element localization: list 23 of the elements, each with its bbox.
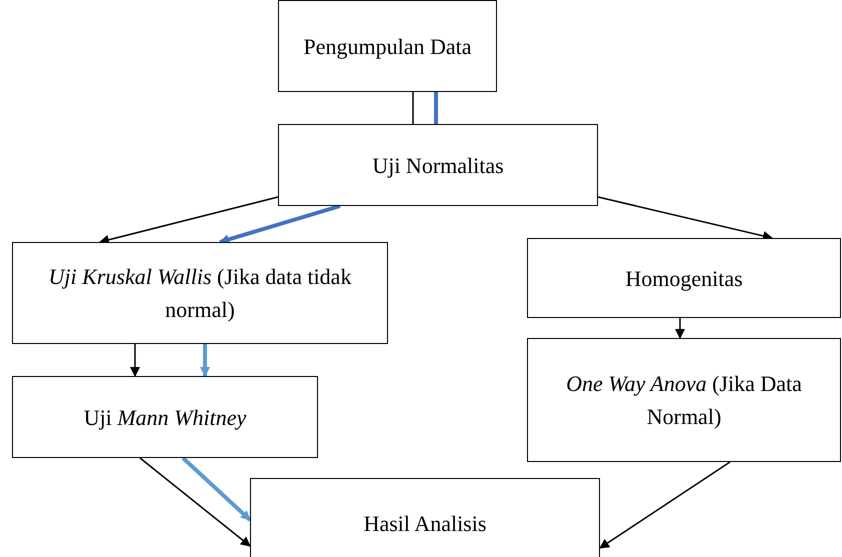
process-box [278,124,598,206]
arrow [599,461,730,549]
arrow [182,456,252,522]
arrow [140,457,251,547]
box-label: Uji Mann Whitney [84,404,246,432]
process-box [12,376,318,458]
process-box [527,338,841,462]
arrow [130,344,140,377]
process-box [278,0,497,92]
box-label: Uji Kruskal Wallis (Jika data tidak normal) [48,263,352,324]
box-label: Pengumpulan Data [303,32,472,61]
arrow [99,196,278,245]
box-label: Uji Normalitas [372,152,504,180]
box-label: Hasil Analisis [364,510,486,538]
arrow [200,344,210,377]
process-box [12,242,388,344]
process-box [527,238,841,318]
box-label: Homogenitas [625,264,743,293]
arrow [675,318,685,339]
arrow [219,204,341,244]
arrow [598,196,773,241]
box-label: One Way Anova (Jika Data Normal) [565,370,803,431]
process-box [250,478,600,557]
